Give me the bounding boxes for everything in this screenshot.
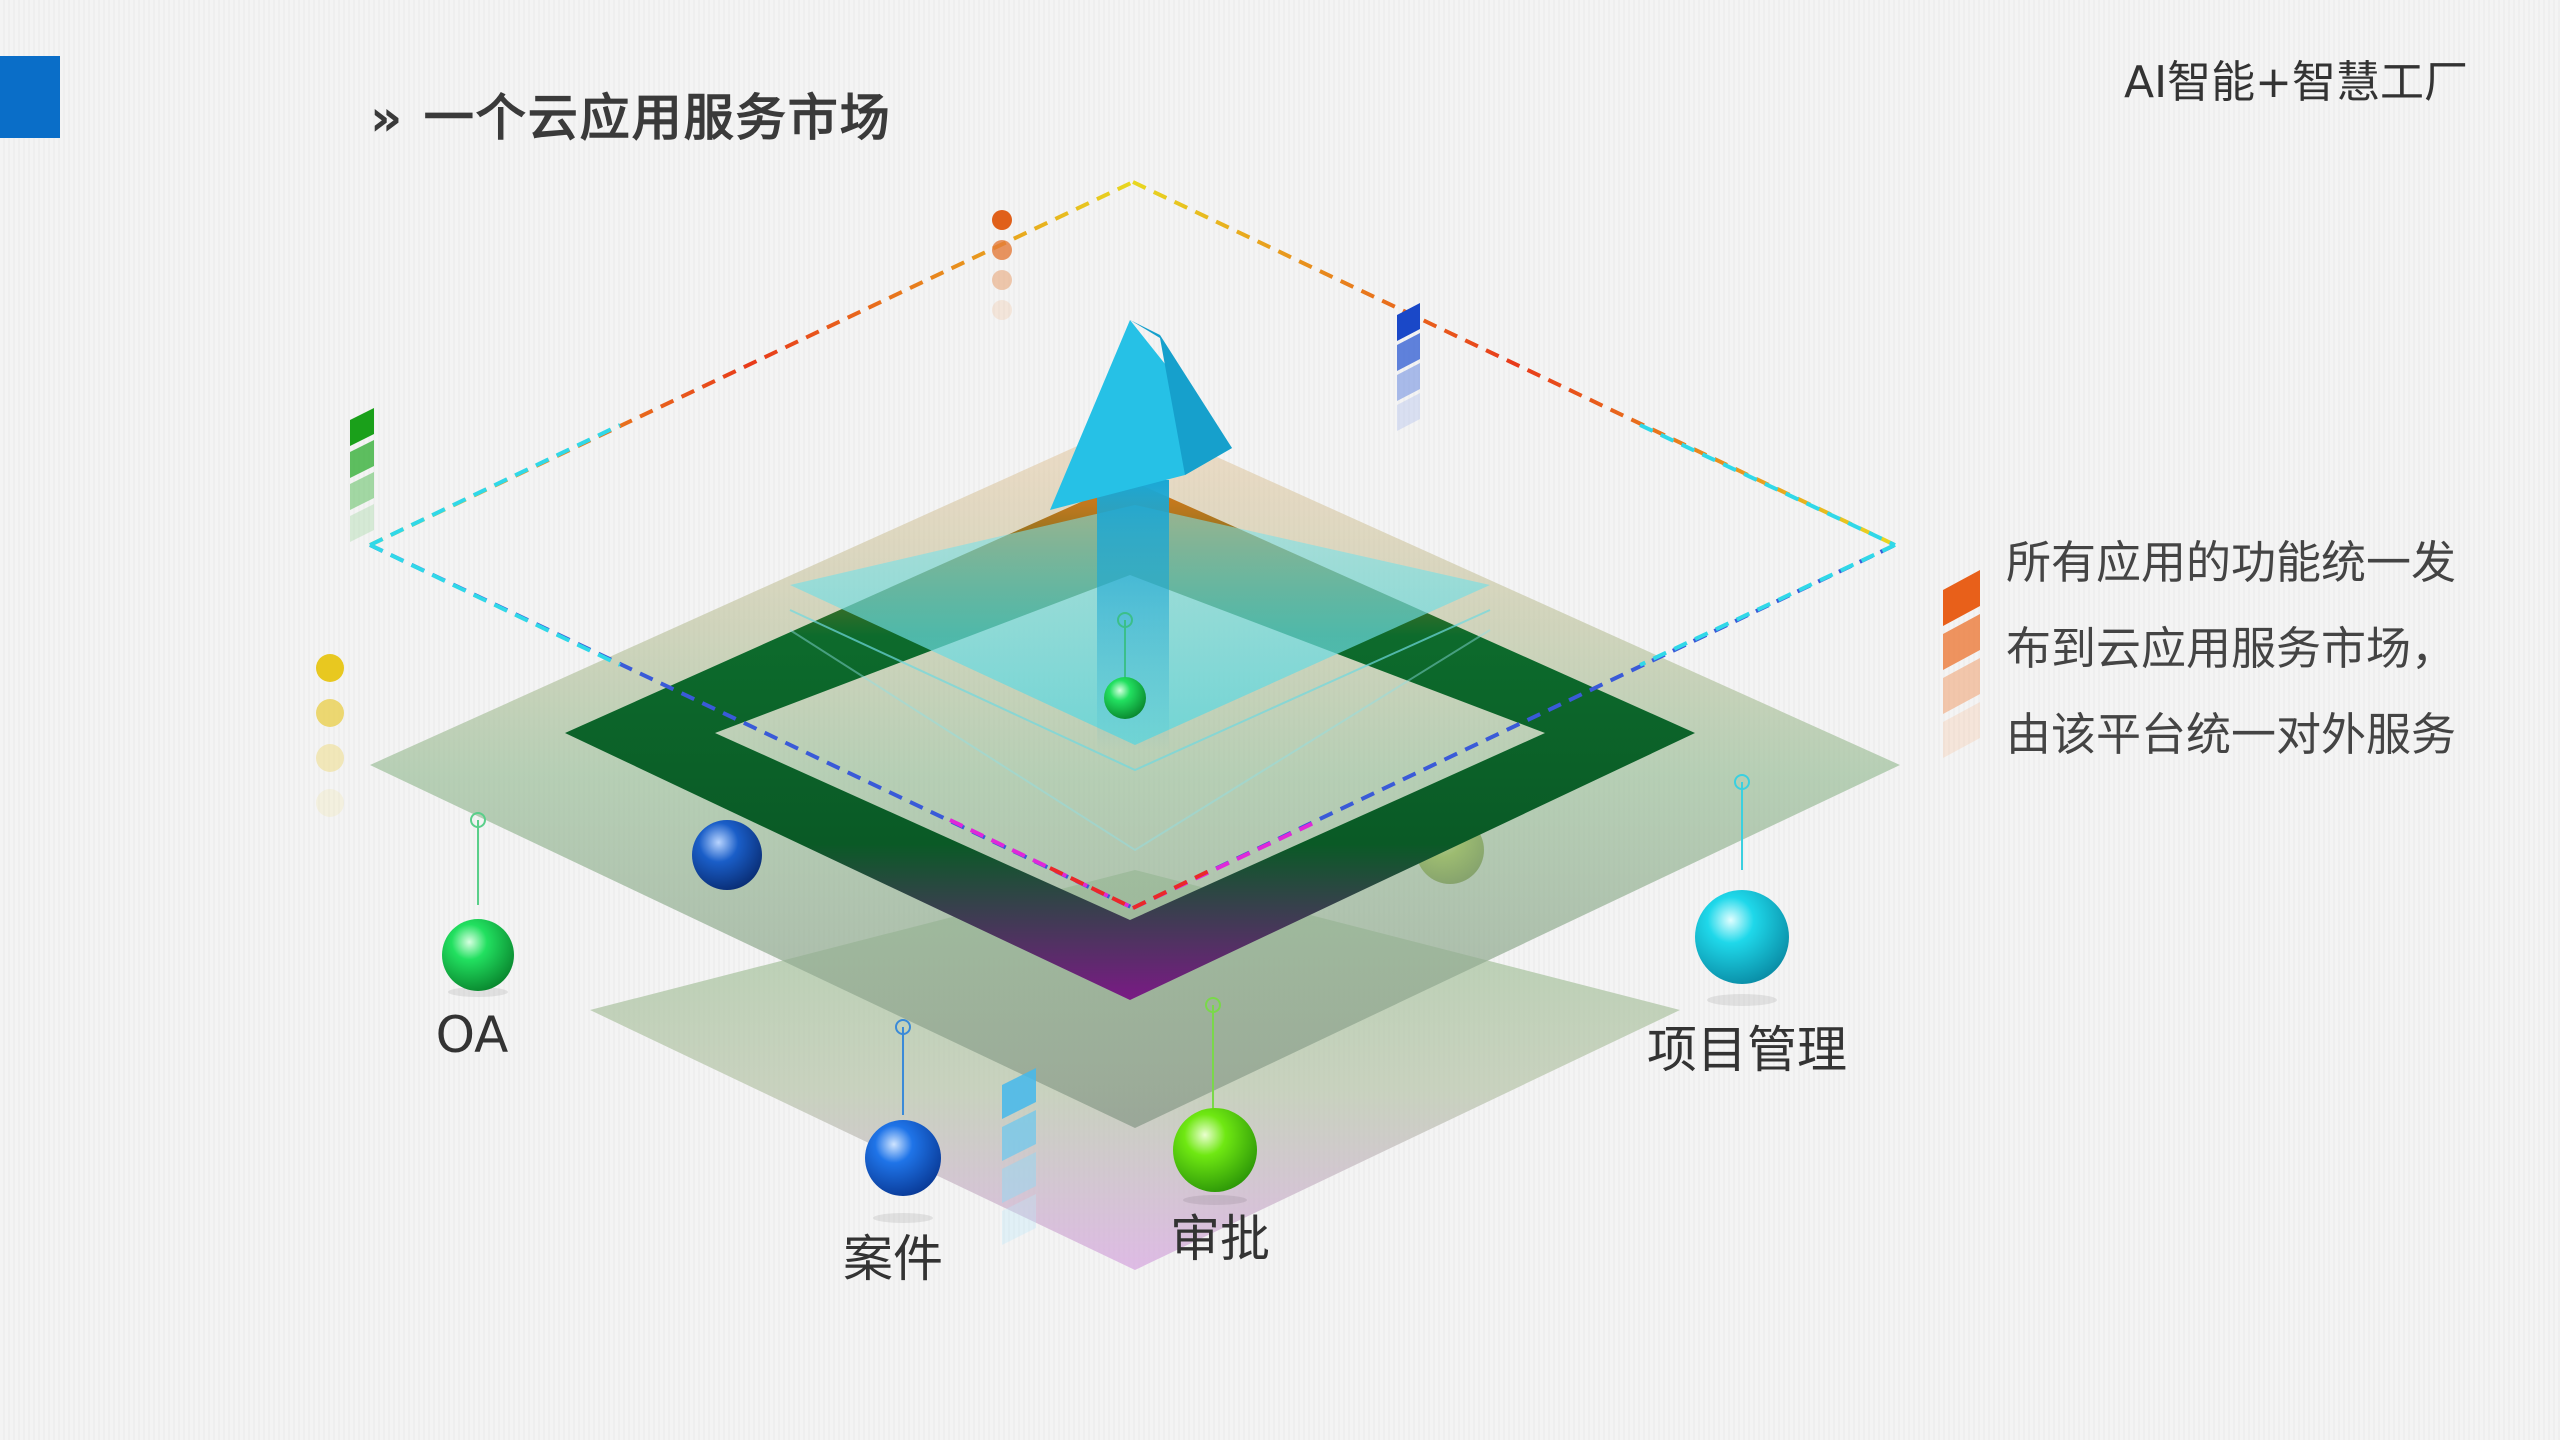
accent-bar — [0, 56, 60, 138]
case-sphere — [865, 1120, 941, 1196]
decor-green-bars — [350, 408, 374, 542]
platform-outline — [789, 609, 1491, 772]
approval-label: 审批 — [1170, 1210, 1270, 1268]
decor-orange-dots — [992, 210, 1012, 320]
case-label: 案件 — [843, 1230, 943, 1288]
oa-label: OA — [436, 1006, 509, 1064]
decor-orange-bars — [1943, 570, 1980, 758]
decor-blue-bars — [1397, 303, 1420, 431]
description-text: 所有应用的功能统一发布到云应用服务市场，由该平台统一对外服务 — [2006, 536, 2457, 761]
platform-sphere — [1104, 677, 1146, 719]
oa-sphere — [442, 919, 514, 991]
project-sphere — [1695, 890, 1789, 984]
project-label: 项目管理 — [1647, 1021, 1847, 1079]
brand-title: AI智能+智慧工厂 — [2124, 57, 2468, 108]
page-title: » 一个云应用服务市场 — [370, 89, 892, 147]
approval-sphere — [1173, 1108, 1257, 1192]
decor-cyan-bars — [1002, 1068, 1036, 1245]
blue-sphere-dark — [692, 820, 762, 890]
decor-yellow-dots — [316, 654, 344, 817]
middle-layer — [370, 420, 1900, 1128]
